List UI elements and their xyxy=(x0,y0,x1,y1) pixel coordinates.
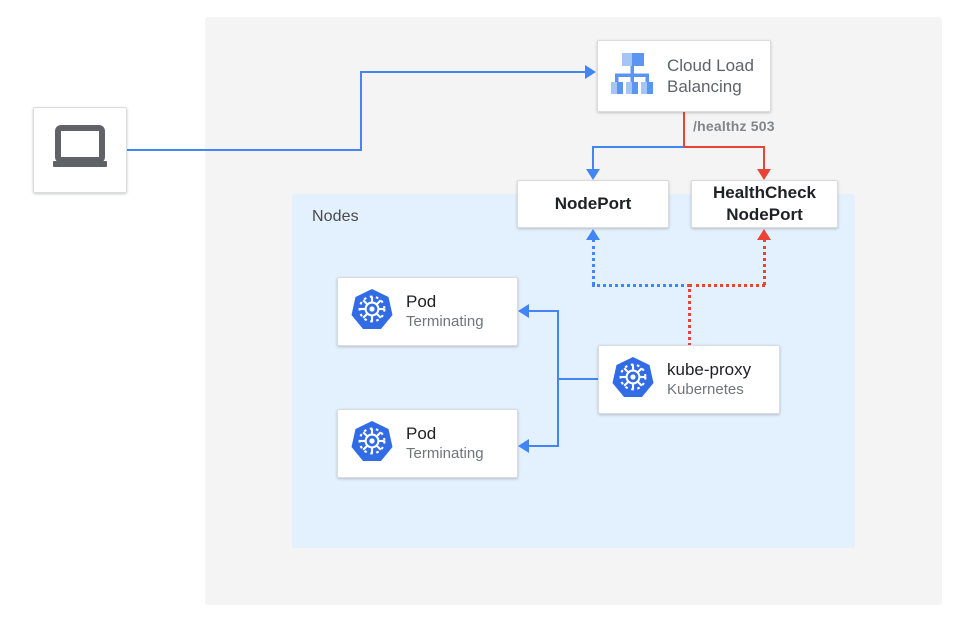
edge-lb-to-healthcheck-segment-h xyxy=(683,146,764,148)
edge-kubeproxy-to-pods-trunk xyxy=(557,310,559,447)
healthcheck-nodeport-label-line-2: NodePort xyxy=(726,205,803,224)
edge-kubeproxy-to-pods-stem xyxy=(557,378,599,380)
healthz-status-label: /healthz 503 xyxy=(693,118,775,134)
edge-kubeproxy-to-pod-2-branch xyxy=(529,445,559,447)
edge-kubeproxy-to-healthcheck-segment-h xyxy=(689,284,765,287)
edge-kubeproxy-to-pod-2-arrowhead xyxy=(518,439,529,453)
nodes-panel-label: Nodes xyxy=(312,208,359,225)
nodeport-node[interactable]: NodePort xyxy=(517,180,669,228)
pod-2-title: Pod xyxy=(406,424,437,444)
client-laptop-node[interactable] xyxy=(33,107,127,193)
pod-1-title: Pod xyxy=(406,292,437,312)
cloud-load-balancing-label: Cloud Load Balancing xyxy=(667,55,754,98)
edge-kubeproxy-to-nodeport-segment-v xyxy=(592,239,595,285)
kube-proxy-subtitle: Kubernetes xyxy=(667,381,744,399)
edge-lb-to-nodeport-segment-v xyxy=(592,146,594,173)
edge-lb-to-healthcheck-segment-v xyxy=(763,146,765,173)
kubernetes-icon xyxy=(611,355,655,404)
cloud-load-balancing-node[interactable]: Cloud Load Balancing xyxy=(597,40,771,112)
healthcheck-nodeport-label: HealthCheck NodePort xyxy=(713,182,816,226)
edge-kubeproxy-to-healthcheck-segment-v xyxy=(763,239,766,285)
edge-kubeproxy-to-nodeport-arrowhead xyxy=(586,229,600,240)
healthcheck-nodeport-label-line-1: HealthCheck xyxy=(713,183,816,203)
pod-2-status: Terminating xyxy=(406,445,484,463)
kube-proxy-label: kube-proxy Kubernetes xyxy=(667,359,751,400)
edge-lb-to-nodeport-arrowhead xyxy=(586,169,600,180)
edge-client-to-lb-segment-h2 xyxy=(360,71,586,73)
cloud-load-balancing-icon xyxy=(608,51,656,102)
pod-1-label: Pod Terminating xyxy=(406,291,484,332)
edge-lb-healthz-segment-v xyxy=(683,112,685,148)
nodeport-label: NodePort xyxy=(555,193,632,215)
kube-proxy-title: kube-proxy xyxy=(667,360,752,380)
edge-client-to-lb-segment-v xyxy=(360,72,362,151)
edge-lb-to-nodeport-segment-h xyxy=(592,146,684,148)
pod-2-label: Pod Terminating xyxy=(406,423,484,464)
healthcheck-nodeport-node[interactable]: HealthCheck NodePort xyxy=(691,180,838,228)
laptop-icon xyxy=(52,124,108,176)
kube-proxy-node[interactable]: kube-proxy Kubernetes xyxy=(598,345,780,414)
cloud-load-balancing-title-line-2: Balancing xyxy=(667,77,742,96)
edge-kubeproxy-to-pod-1-branch xyxy=(529,310,559,312)
pod-node-1[interactable]: Pod Terminating xyxy=(337,277,518,346)
cloud-load-balancing-title-line-1: Cloud Load xyxy=(667,55,754,75)
edge-kubeproxy-junction-segment-v xyxy=(688,284,691,346)
edge-kubeproxy-to-healthcheck-arrowhead xyxy=(757,229,771,240)
nodeport-label-line-1: NodePort xyxy=(554,194,632,214)
edge-kubeproxy-to-pod-1-arrowhead xyxy=(518,304,529,318)
kubernetes-icon xyxy=(350,419,394,468)
edge-lb-to-healthcheck-arrowhead xyxy=(757,169,771,180)
edge-kubeproxy-to-nodeport-segment-h xyxy=(592,284,690,287)
edge-client-to-lb-arrowhead xyxy=(585,65,596,79)
kubernetes-icon xyxy=(350,287,394,336)
pod-node-2[interactable]: Pod Terminating xyxy=(337,409,518,478)
pod-1-status: Terminating xyxy=(406,313,484,331)
edge-client-to-lb-segment-h1 xyxy=(127,149,362,151)
